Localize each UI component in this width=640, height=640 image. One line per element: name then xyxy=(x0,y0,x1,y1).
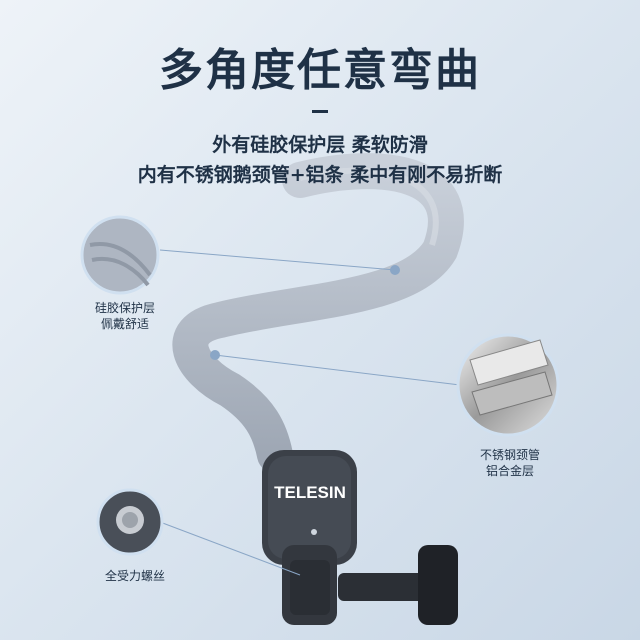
page-title: 多角度任意弯曲 xyxy=(159,45,481,96)
subtitle-line-2: 内有不锈钢鹅颈管+铝条 柔中有刚不易折断 xyxy=(137,164,503,186)
screw-callout: 全受力螺丝 xyxy=(104,569,165,583)
screw-zoom-circle xyxy=(96,488,164,556)
neck-band xyxy=(172,153,464,473)
steel-zoom-circle xyxy=(456,333,560,437)
title-divider xyxy=(312,110,328,113)
silicone-callout: 硅胶保护层 佩戴舒适 xyxy=(94,301,155,331)
subtitle-line-1: 外有硅胶保护层 柔软防滑 xyxy=(212,134,428,156)
mount-indicator-light xyxy=(311,529,317,535)
steel-callout: 不锈钢颈管 铝合金层 xyxy=(479,448,540,478)
silicone-zoom-circle xyxy=(80,215,160,295)
brand-logo: TELESIN xyxy=(274,483,346,502)
thumb-screw xyxy=(338,573,428,601)
